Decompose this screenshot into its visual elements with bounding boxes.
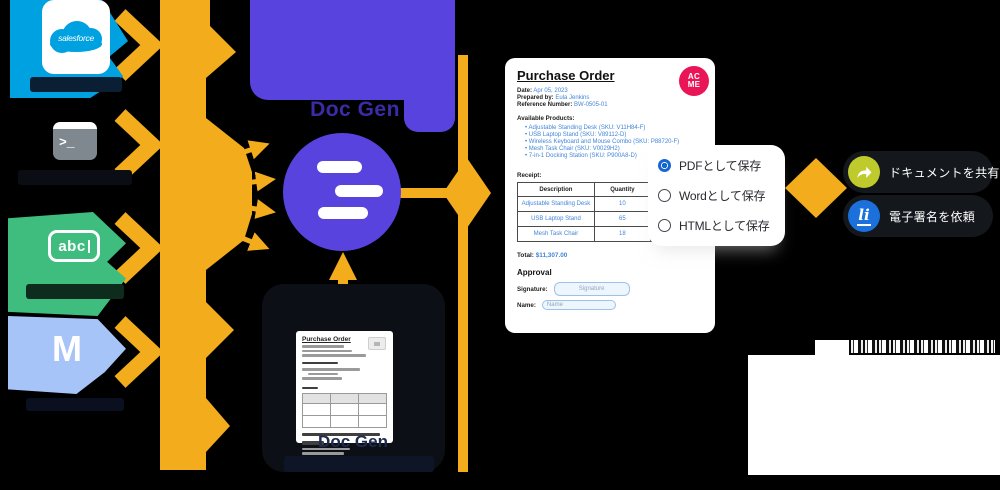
abc-glyph: abc <box>58 237 86 255</box>
diamond-at-popup <box>785 158 847 218</box>
circle-to-diamond-connector <box>398 188 458 198</box>
vertical-flow-line <box>458 55 468 472</box>
diamond-right-of-circle <box>443 158 491 228</box>
mini-doc-table <box>302 393 387 428</box>
doc-gen-logo <box>283 133 401 251</box>
terminal-titlebar <box>53 122 97 129</box>
illegible-label-m <box>26 398 124 411</box>
po-col-description: Description <box>517 182 595 198</box>
doc-gen-headline: Doc Gen <box>310 98 400 121</box>
name-field[interactable]: Name <box>541 300 616 311</box>
text-tile-background <box>8 212 126 316</box>
illegible-label-terminal <box>18 170 132 185</box>
share-arrow-icon <box>848 156 880 188</box>
doc-gen-footer-label: Doc Gen <box>318 432 388 451</box>
po-available-heading: Available Products: <box>517 115 575 123</box>
option-save-as-html[interactable]: HTMLとして保存 <box>658 217 785 234</box>
signature-label: Signature: <box>517 285 548 293</box>
logo-line-2 <box>335 185 383 197</box>
salesforce-app-icon: salesforce <box>42 0 110 74</box>
po-product: Wireless Keyboard and Mouse Combo (SKU: … <box>525 139 703 146</box>
illegible-footer-text <box>284 456 434 472</box>
m-app-icon: M <box>52 328 82 369</box>
image-placeholder-icon <box>368 337 386 350</box>
option-save-as-pdf[interactable]: PDFとして保存 <box>658 157 785 174</box>
purple-panel <box>250 0 455 100</box>
illegible-label-salesforce <box>30 77 122 92</box>
po-reference-line: Reference Number: BW-0505-01 <box>517 101 608 108</box>
esignature-icon: li <box>848 200 880 232</box>
share-document-button[interactable]: ドキュメントを共有 <box>843 151 999 193</box>
terminal-prompt-icon: >_ <box>59 135 75 150</box>
po-signature-row: Signature: Signature <box>517 282 703 297</box>
logo-line-1 <box>317 161 362 173</box>
option-save-as-word[interactable]: Wordとして保存 <box>658 187 785 204</box>
po-product: USB Laptop Stand (SKU: V89112-D) <box>525 132 703 139</box>
chevron-abc <box>114 212 164 284</box>
radio-unselected-icon[interactable] <box>658 218 671 232</box>
abc-text-icon: abc <box>48 230 100 262</box>
chevron-terminal <box>114 109 164 181</box>
logo-line-3 <box>318 207 368 219</box>
po-col-quantity: Quantity <box>593 182 651 198</box>
po-title: Purchase Order <box>517 68 615 83</box>
po-product: Mesh Task Chair (SKU: V0029H2) <box>525 146 703 153</box>
salesforce-logo-text: salesforce <box>58 33 94 43</box>
stripe-artifact <box>849 340 995 353</box>
request-esignature-button[interactable]: li 電子署名を依頼 <box>843 195 993 237</box>
text-cursor-icon <box>87 239 90 253</box>
blank-white-panel <box>748 355 1000 475</box>
mini-doc-title: Purchase Order <box>302 336 351 343</box>
po-date-line: Date: Apr 05, 2023 <box>517 88 568 94</box>
radio-selected-icon[interactable] <box>658 159 671 173</box>
po-product: Adjustable Standing Desk (SKU: V11H84-F) <box>525 125 703 132</box>
chevron-m <box>114 316 164 388</box>
po-meta: Date: Apr 05, 2023 Prepared by: Eula Jen… <box>517 88 703 108</box>
terminal-app-icon: >_ <box>53 122 97 160</box>
signature-field[interactable]: Signature <box>553 282 630 297</box>
radio-unselected-icon[interactable] <box>658 188 671 202</box>
po-preparedby-line: Prepared by: Eula Jenkins <box>517 94 590 101</box>
name-label: Name: <box>517 301 536 309</box>
po-total-line: Total: $11,307.00 <box>517 252 568 260</box>
salesforce-cloud-icon: salesforce <box>48 20 104 54</box>
po-name-row: Name: Name <box>517 300 703 311</box>
mini-template-document: Purchase Order <box>296 331 393 455</box>
white-tab <box>815 340 849 356</box>
po-product: 7-in-1 Docking Station (SKU: P900A8-D) <box>525 153 703 160</box>
save-as-menu: PDFとして保存 Wordとして保存 HTMLとして保存 <box>648 145 785 246</box>
chevron-salesforce <box>114 9 164 81</box>
fan-in-arrows <box>231 140 276 251</box>
flow-ribbon <box>160 0 252 470</box>
illegible-label-abc <box>26 284 124 299</box>
po-product-list: Adjustable Standing Desk (SKU: V11H84-F)… <box>525 125 703 160</box>
po-receipt-heading: Receipt: <box>517 172 542 180</box>
po-approval-heading: Approval <box>517 268 552 278</box>
